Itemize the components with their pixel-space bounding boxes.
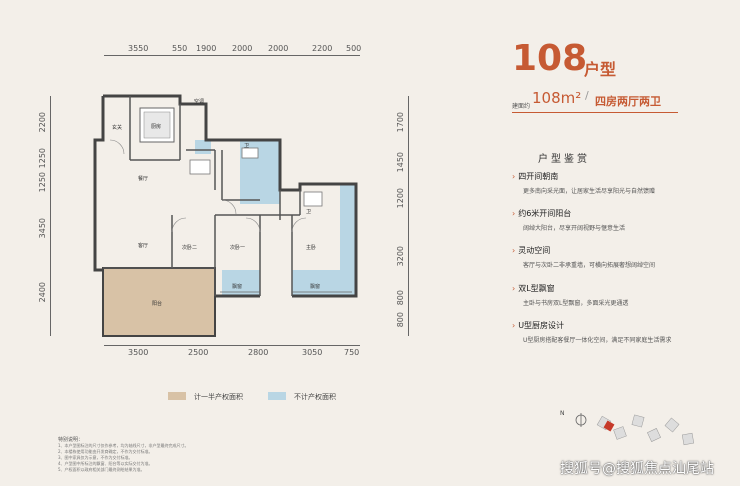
room-label-bath2: 卫 — [306, 209, 312, 215]
room-label-balcony: 阳台 — [152, 301, 163, 307]
left-dimension-line — [50, 96, 51, 336]
note-line: 5、产权面积以政府相关部门最终测绘结果为准。 — [58, 467, 145, 472]
bottom-dim-4: 3050 — [302, 348, 323, 357]
feature-title: U型厨房设计 — [518, 321, 565, 330]
room-label-bay2: 飘窗 — [310, 284, 321, 290]
chevron-right-icon: › — [512, 172, 516, 181]
bottom-dim-1: 3500 — [128, 348, 149, 357]
room-label-master: 主卧 — [306, 245, 317, 251]
top-dim-6: 2200 — [312, 44, 333, 53]
bottom-dimension-line — [104, 345, 360, 346]
chevron-right-icon: › — [512, 321, 516, 330]
top-dim-1: 3550 — [128, 44, 149, 53]
unit-size-number: 108 — [512, 38, 588, 79]
area-separator: / — [585, 89, 589, 102]
chevron-right-icon: › — [512, 246, 516, 255]
feature-item: ›双L型飘窗 主卧与书房双L型飘窗，多面采光更通透 — [512, 283, 712, 307]
note-line: 2、本楼栋使用功能由开发商确定，不作为交付标准。 — [58, 449, 153, 454]
features-section-title: 户型鉴赏 — [538, 154, 590, 165]
feature-item: ›U型厨房设计 U型厨房搭配客餐厅一体化空间，满足不同家庭生活需求 — [512, 320, 712, 344]
feature-desc: 更多南向采光面，让居家生活尽享阳光与自然馈赠 — [523, 188, 656, 195]
notes-title: 特别说明： — [58, 437, 84, 443]
room-label-bath1: 卫 — [244, 143, 250, 149]
feature-desc: U型厨房搭配客餐厅一体化空间，满足不同家庭生活需求 — [523, 337, 672, 344]
bottom-dim-3: 2800 — [248, 348, 269, 357]
layout-type: 四房两厅两卫 — [595, 95, 661, 108]
feature-item: ›约6米开间阳台 阔绰大阳台，尽享开阔视野与惬意生活 — [512, 208, 712, 232]
site-key-plan — [575, 413, 695, 446]
feature-title: 双L型飘窗 — [518, 284, 555, 293]
room-label-dining: 餐厅 — [138, 176, 149, 182]
right-dimension-line — [408, 96, 409, 336]
feature-item: ›灵动空间 客厅与次卧二非承重墙，可横向拓展奢想阔绰空间 — [512, 245, 712, 269]
top-dimension-line — [104, 55, 360, 56]
floor-plan-drawing — [93, 94, 358, 337]
room-label-living: 客厅 — [138, 243, 149, 249]
title-divider — [512, 112, 678, 113]
top-dim-7: 500 — [346, 44, 362, 53]
feature-title: 四开间朝南 — [518, 172, 559, 181]
area-prefix: 建面约 — [512, 103, 531, 110]
feature-item: ›四开间朝南 更多南向采光面，让居家生活尽享阳光与自然馈赠 — [512, 171, 712, 195]
room-label-bedroom1: 次卧一 — [230, 245, 246, 251]
chevron-right-icon: › — [512, 284, 516, 293]
north-arrow: N — [560, 410, 565, 417]
legend-no-area-label: 不计产权面积 — [294, 393, 336, 401]
note-line: 3、图中家具仅为示意，不作为交付标准。 — [58, 455, 133, 460]
bottom-dim-2: 2500 — [188, 348, 209, 357]
feature-desc: 阔绰大阳台，尽享开阔视野与惬意生活 — [523, 225, 626, 232]
note-line: 4、户型图中所标注的飘窗、阳台等以实际交付为准。 — [58, 461, 153, 466]
chevron-right-icon: › — [512, 209, 516, 218]
top-dim-2: 550 — [172, 44, 188, 53]
room-label-ac: 空调 — [194, 99, 205, 105]
room-label-bedroom2: 次卧二 — [182, 245, 198, 251]
legend-half-area-swatch — [168, 392, 186, 400]
legend-no-area-swatch — [268, 392, 286, 400]
note-line: 1、本户型图标注的尺寸仅作参考，均为轴线尺寸，非户型最终完成尺寸。 — [58, 443, 189, 448]
feature-desc: 客厅与次卧二非承重墙，可横向拓展奢想阔绰空间 — [523, 262, 656, 269]
feature-desc: 主卧与书房双L型飘窗，多面采光更通透 — [523, 300, 629, 307]
top-dim-4: 2000 — [232, 44, 253, 53]
top-dim-5: 2000 — [268, 44, 289, 53]
area-value: 108m² — [532, 89, 582, 107]
feature-title: 约6米开间阳台 — [518, 209, 572, 218]
watermark: 搜狐号@搜狐焦点汕尾站 — [560, 461, 714, 477]
room-label-kitchen: 厨房 — [151, 124, 162, 130]
room-label-bay1: 飘窗 — [232, 284, 243, 290]
floor-plan: 3550 550 1900 2000 2000 2200 500 3500 25… — [38, 44, 409, 357]
feature-title: 灵动空间 — [518, 246, 551, 255]
top-dim-3: 1900 — [196, 44, 217, 53]
bottom-dim-5: 750 — [344, 348, 360, 357]
unit-type-label: 户型 — [584, 60, 617, 79]
legend-half-area-label: 计一半产权面积 — [194, 393, 243, 401]
room-label-entrance: 玄关 — [112, 125, 123, 131]
